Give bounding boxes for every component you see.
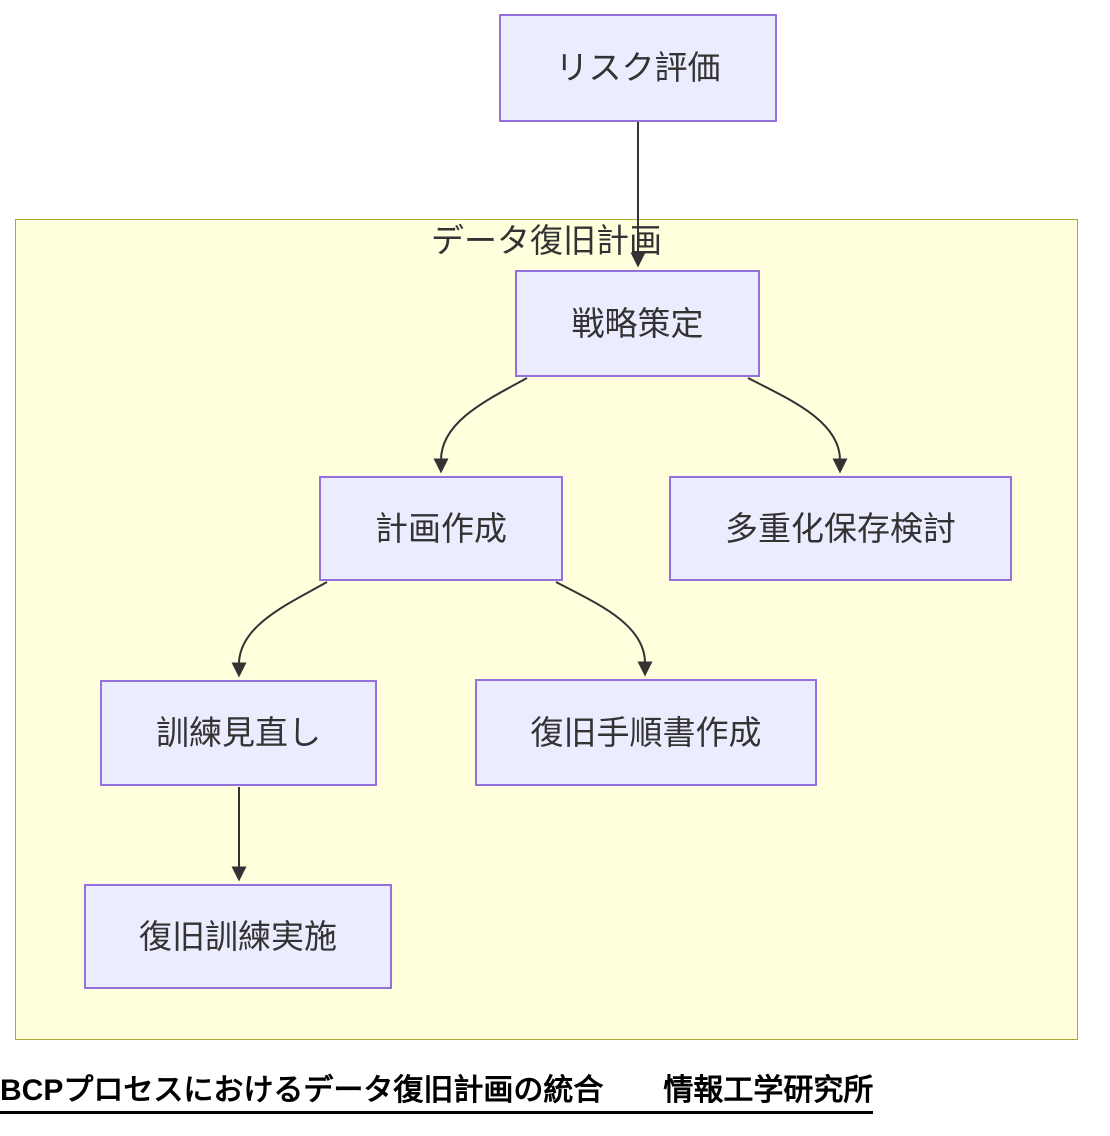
node-label: 戦略策定 bbox=[571, 304, 704, 342]
node-recovery-procedure-doc: 復旧手順書作成 bbox=[475, 679, 817, 786]
diagram-caption: BCPプロセスにおけるデータ復旧計画の統合 情報工学研究所 bbox=[0, 1074, 874, 1114]
node-label: リスク評価 bbox=[555, 49, 721, 87]
node-plan-creation: 計画作成 bbox=[319, 476, 563, 581]
node-training-review: 訓練見直し bbox=[100, 680, 377, 786]
node-strategy-formulation: 戦略策定 bbox=[515, 270, 760, 377]
node-label: 計画作成 bbox=[375, 509, 507, 547]
node-label: 多重化保存検討 bbox=[725, 509, 956, 547]
node-redundant-storage-review: 多重化保存検討 bbox=[669, 476, 1012, 581]
node-label: 復旧訓練実施 bbox=[139, 917, 337, 955]
node-label: 訓練見直し bbox=[156, 714, 321, 752]
node-label: 復旧手順書作成 bbox=[530, 713, 762, 751]
node-recovery-training-execution: 復旧訓練実施 bbox=[84, 884, 392, 989]
cluster-label: データ復旧計画 bbox=[431, 222, 662, 259]
node-risk-assessment: リスク評価 bbox=[499, 14, 777, 122]
